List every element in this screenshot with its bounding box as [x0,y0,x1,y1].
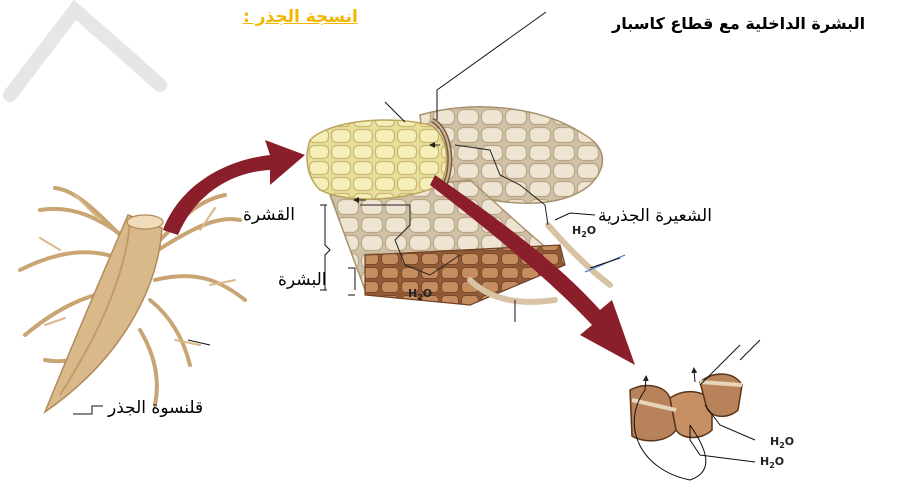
root-hair-label: الشعيرة الجذرية [598,206,712,226]
water-label: H2O [760,455,784,470]
diagram-title: انسجة الجذر : [243,7,358,27]
endodermis-label: البشرة الداخلية مع قطاع كاسبار [612,14,865,33]
root-illustration [20,188,245,412]
endodermis-cells [630,340,760,480]
epidermis-bracket [348,268,355,295]
epidermis-label: البشرة [278,270,327,290]
water-label: H2O [572,224,596,239]
water-label: H2O [408,287,432,302]
watermark [10,10,160,95]
root-cap-label: قلنسوة الجذر [108,398,203,418]
water-label: H2O [770,435,794,450]
cortex-label: القشرة [243,205,295,225]
